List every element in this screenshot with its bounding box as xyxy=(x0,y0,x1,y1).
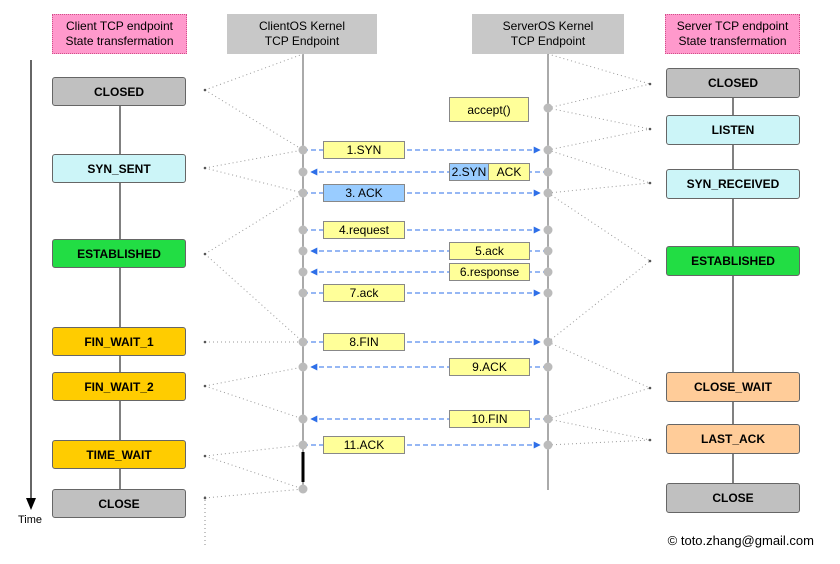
message-label: 7.ack xyxy=(323,284,405,302)
message-label: 8.FIN xyxy=(323,333,405,351)
server-link-dot xyxy=(648,438,652,442)
server-event-dot xyxy=(543,167,553,177)
client-link-dot xyxy=(203,384,207,388)
server-event-dot xyxy=(543,246,553,256)
server-dotted-link xyxy=(547,182,651,194)
server-dotted-link xyxy=(547,439,651,446)
client-state-fin-wait-1: FIN_WAIT_1 xyxy=(52,327,186,356)
client-dotted-link xyxy=(204,53,304,91)
server-state-closed: CLOSED xyxy=(666,68,800,98)
server-link-dot xyxy=(648,82,652,86)
client-dotted-link xyxy=(204,488,304,499)
client-state-syn-sent: SYN_SENT xyxy=(52,154,186,183)
client-state-closed: CLOSED xyxy=(52,77,186,106)
client-event-dot xyxy=(298,267,308,277)
server-link-dot xyxy=(648,181,652,185)
accept-event-dot xyxy=(543,103,553,113)
message-label-secondary: ACK xyxy=(488,163,530,181)
client-link-dot xyxy=(203,340,207,344)
client-link-dot xyxy=(203,454,207,458)
copyright-text: © toto.zhang@gmail.com xyxy=(667,533,814,548)
server-dotted-link xyxy=(547,418,651,441)
client-state-fin-wait-2: FIN_WAIT_2 xyxy=(52,372,186,401)
client-link-dot xyxy=(203,252,207,256)
server-dotted-link xyxy=(547,260,651,343)
client-link-dot xyxy=(203,88,207,92)
client-dotted-link xyxy=(204,455,304,490)
server-event-dot xyxy=(543,337,553,347)
server-event-dot xyxy=(543,145,553,155)
server-event-dot xyxy=(543,267,553,277)
message-label: 9.ACK xyxy=(449,358,530,376)
server-state-syn-received: SYN_RECEIVED xyxy=(666,169,800,199)
server-dotted-link xyxy=(547,83,651,109)
message-label: 10.FIN xyxy=(449,410,530,428)
accept-call-label: accept() xyxy=(449,97,529,122)
client-state-established: ESTABLISHED xyxy=(52,239,186,268)
client-dotted-link xyxy=(204,385,304,420)
server-event-dot xyxy=(543,362,553,372)
message-label: 4.request xyxy=(323,221,405,239)
client-event-dot xyxy=(298,362,308,372)
client-state-time-wait: TIME_WAIT xyxy=(52,440,186,469)
server-link-dot xyxy=(648,386,652,390)
client-event-dot xyxy=(298,188,308,198)
client-dotted-link xyxy=(204,444,304,457)
client-link-dot xyxy=(203,166,207,170)
client-dotted-link xyxy=(204,253,304,343)
client-dotted-link xyxy=(204,149,304,169)
server-state-close-wait: CLOSE_WAIT xyxy=(666,372,800,402)
server-dotted-link xyxy=(547,387,651,420)
server-dotted-link xyxy=(547,107,651,130)
server-dotted-link xyxy=(547,53,651,85)
server-state-close: CLOSE xyxy=(666,483,800,513)
client-dotted-link xyxy=(204,366,304,387)
client-event-dot xyxy=(298,337,308,347)
message-label: 6.response xyxy=(449,263,530,281)
server-event-dot xyxy=(543,288,553,298)
time-axis-label: Time xyxy=(18,514,43,526)
client-event-dot xyxy=(298,288,308,298)
client-event-dot xyxy=(298,145,308,155)
message-label: 3. ACK xyxy=(323,184,405,202)
client-event-dot xyxy=(298,167,308,177)
client-state-close: CLOSE xyxy=(52,489,186,518)
time-axis-arrowhead xyxy=(26,498,36,510)
server-dotted-link xyxy=(547,192,651,262)
client-event-dot xyxy=(298,414,308,424)
server-dotted-link xyxy=(547,128,651,151)
server-link-dot xyxy=(648,127,652,131)
message-label: 1.SYN xyxy=(323,141,405,159)
server-event-dot xyxy=(543,440,553,450)
server-event-dot xyxy=(543,188,553,198)
server-state-established: ESTABLISHED xyxy=(666,246,800,276)
client-event-dot xyxy=(298,246,308,256)
client-dotted-link xyxy=(204,167,304,194)
client-close-dot xyxy=(298,484,308,494)
message-label: 2.SYN xyxy=(449,163,489,181)
message-label: 5.ack xyxy=(449,242,530,260)
server-dotted-link xyxy=(547,341,651,389)
message-label: 11.ACK xyxy=(323,436,405,454)
client-dotted-link xyxy=(204,89,304,151)
server-link-dot xyxy=(648,259,652,263)
client-link-dot xyxy=(203,496,207,500)
client-event-dot xyxy=(298,225,308,235)
server-state-last-ack: LAST_ACK xyxy=(666,424,800,454)
server-dotted-link xyxy=(547,149,651,184)
client-event-dot xyxy=(298,440,308,450)
server-state-listen: LISTEN xyxy=(666,115,800,145)
server-event-dot xyxy=(543,225,553,235)
client-dotted-link xyxy=(204,192,304,255)
server-event-dot xyxy=(543,414,553,424)
